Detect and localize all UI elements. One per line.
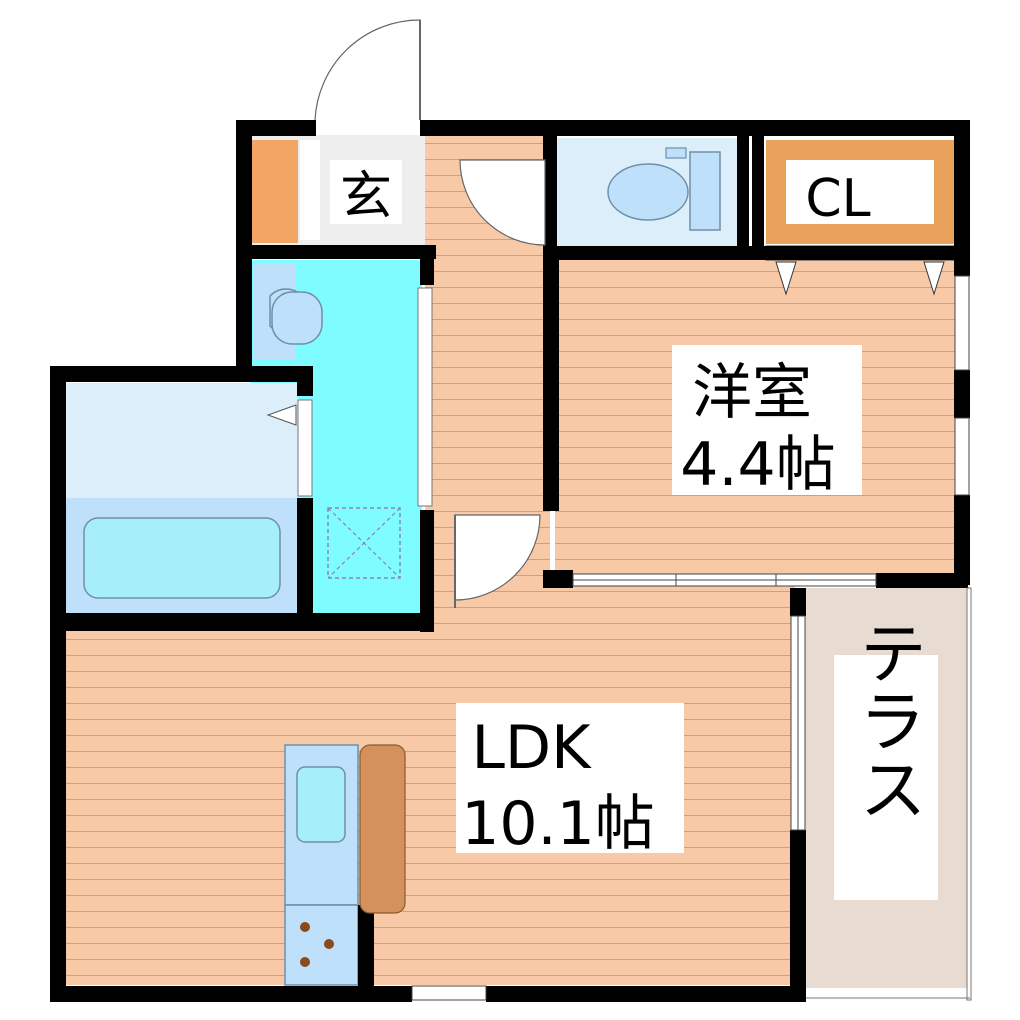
toilet-lid-tab — [665, 147, 687, 159]
closet-hinge-mark — [775, 261, 797, 296]
bathroom-door — [297, 399, 313, 497]
stove-burner — [300, 922, 310, 932]
stove-burner — [300, 957, 310, 967]
western-room-window — [954, 417, 970, 496]
kitchen-sink — [296, 766, 346, 843]
ldk-label-bg — [456, 703, 684, 853]
ldk-size: 10.1帖 — [461, 789, 655, 859]
terrace-label-bg — [834, 655, 938, 900]
toilet-bowl — [607, 163, 689, 221]
toilet-tank — [689, 151, 721, 231]
ldk-floor — [65, 585, 795, 985]
walls — [50, 120, 970, 1002]
entrance-step — [300, 140, 320, 240]
western-room-size: 4.4帖 — [680, 430, 835, 500]
ldk-name: LDK — [472, 713, 593, 783]
hall-door-swing — [454, 514, 541, 601]
kitchen-wall — [358, 905, 374, 989]
closet-inner — [786, 160, 934, 224]
ldk-bottom-window — [411, 985, 487, 1001]
washer-pan — [327, 507, 401, 579]
kitchen-island-counter — [359, 744, 406, 914]
washer-pan-x — [327, 507, 401, 579]
entrance-label-bg — [330, 160, 402, 224]
kitchen-stove — [284, 904, 359, 986]
closet-label: CL — [805, 169, 870, 229]
western-room-name: 洋室 — [692, 358, 812, 428]
closet-hinge-mark — [923, 261, 945, 296]
shoe-cabinet — [252, 140, 298, 243]
washroom-door-strip — [417, 287, 433, 507]
vanity-sink — [271, 291, 323, 345]
western-room-window — [954, 275, 970, 371]
front-door-swing — [314, 19, 421, 121]
terrace-railing — [966, 587, 972, 1001]
stove-burner — [324, 939, 334, 949]
bath-tub — [83, 517, 281, 599]
entrance-label: 玄 — [340, 167, 392, 227]
toilet-door-swing — [459, 159, 546, 246]
western-room-label-bg — [672, 345, 862, 495]
terrace-label: テラス — [847, 618, 926, 822]
bathroom-door-handle — [266, 404, 297, 426]
